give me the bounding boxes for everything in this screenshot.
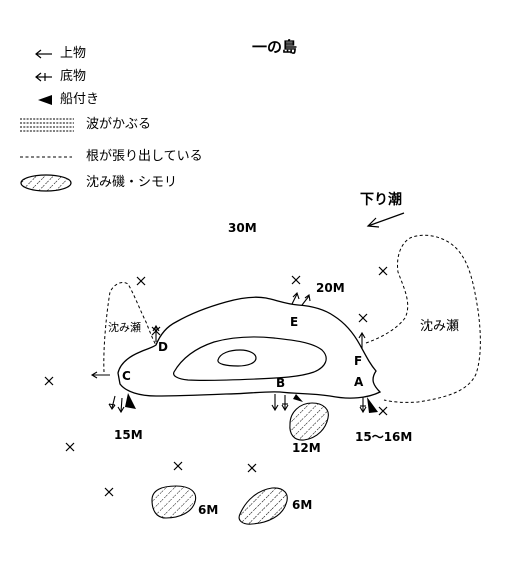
sunken-rocks [151, 402, 329, 525]
cross-markers [44, 266, 388, 497]
legend-label-reef-extends: 根が張り出している [86, 149, 203, 164]
arrow-up-e2 [301, 294, 311, 306]
cross-mark-icon [136, 276, 146, 286]
arrow-up-f [358, 331, 366, 349]
point-label-d: D [158, 340, 168, 354]
hatched-ellipse-icon [20, 174, 72, 192]
legend-label-bottom-fish: 底物 [60, 69, 87, 84]
cross-mark-icon [104, 487, 114, 497]
cross-mark-icon [291, 275, 301, 285]
depth-20m: 20M [316, 281, 345, 295]
dashed-hatch-icon [20, 118, 74, 132]
arrow-down-c1 [108, 395, 116, 410]
cross-mark-icon [151, 326, 161, 336]
cross-mark-icon [378, 406, 388, 416]
arrow-left-icon [35, 49, 52, 59]
point-label-c: C [122, 369, 131, 383]
legend-label-waves: 波がかぶる [86, 117, 152, 132]
left-shoal-outline [103, 281, 157, 373]
depth-30m: 30M [228, 221, 257, 235]
landing-wedge-a [367, 397, 378, 413]
point-label-f: F [354, 354, 363, 368]
double-arrow-left-icon [35, 72, 52, 82]
point-label-b: B [276, 376, 286, 390]
arrow-down-c2 [117, 397, 125, 414]
cross-mark-icon [358, 313, 368, 323]
arrow-down-b2 [281, 395, 289, 412]
cross-mark-icon [247, 463, 257, 473]
right-shoal-label: 沈み瀬 [420, 319, 460, 334]
current-label: 下り潮 [360, 192, 402, 208]
legend-label-sunken-rock: 沈み磯・シモリ [86, 175, 178, 190]
sunken-rock-6m-a [151, 485, 197, 519]
cross-mark-icon [65, 442, 75, 452]
sunken-rock-12m [289, 402, 329, 441]
arrow-left-c [90, 371, 110, 379]
point-label-a: A [354, 375, 364, 389]
point-label-e: E [290, 315, 299, 329]
legend-label-top-fish: 上物 [60, 46, 87, 61]
depth-6m-a: 6M [198, 503, 219, 517]
arrow-down-b1 [271, 394, 279, 412]
cross-mark-icon [44, 376, 54, 386]
current-arrow-icon [366, 212, 405, 228]
cross-mark-icon [378, 266, 388, 276]
inner-contour [173, 336, 327, 382]
sunken-rock-6m-b [238, 487, 288, 525]
center-contour [217, 349, 257, 367]
landing-wedges [125, 393, 378, 413]
depth-6m-b: 6M [292, 498, 313, 512]
island-outline [117, 296, 382, 399]
depth-15-16m: 15～16M [355, 430, 413, 444]
legend-icons [20, 49, 74, 192]
landing-wedge-b [293, 394, 303, 402]
depth-12m: 12M [292, 441, 321, 455]
black-wedge-icon [38, 95, 52, 105]
landing-wedge-c [125, 393, 136, 409]
arrow-down-a [359, 397, 367, 414]
depth-15m: 15M [114, 428, 143, 442]
arrow-up-e1 [291, 291, 300, 305]
map-title: 一の島 [252, 38, 298, 56]
legend-label-boat-landing: 船付き [60, 92, 100, 107]
left-shoal-label: 沈み瀬 [108, 321, 141, 334]
right-shoal-outline [365, 234, 481, 403]
cross-mark-icon [173, 461, 183, 471]
